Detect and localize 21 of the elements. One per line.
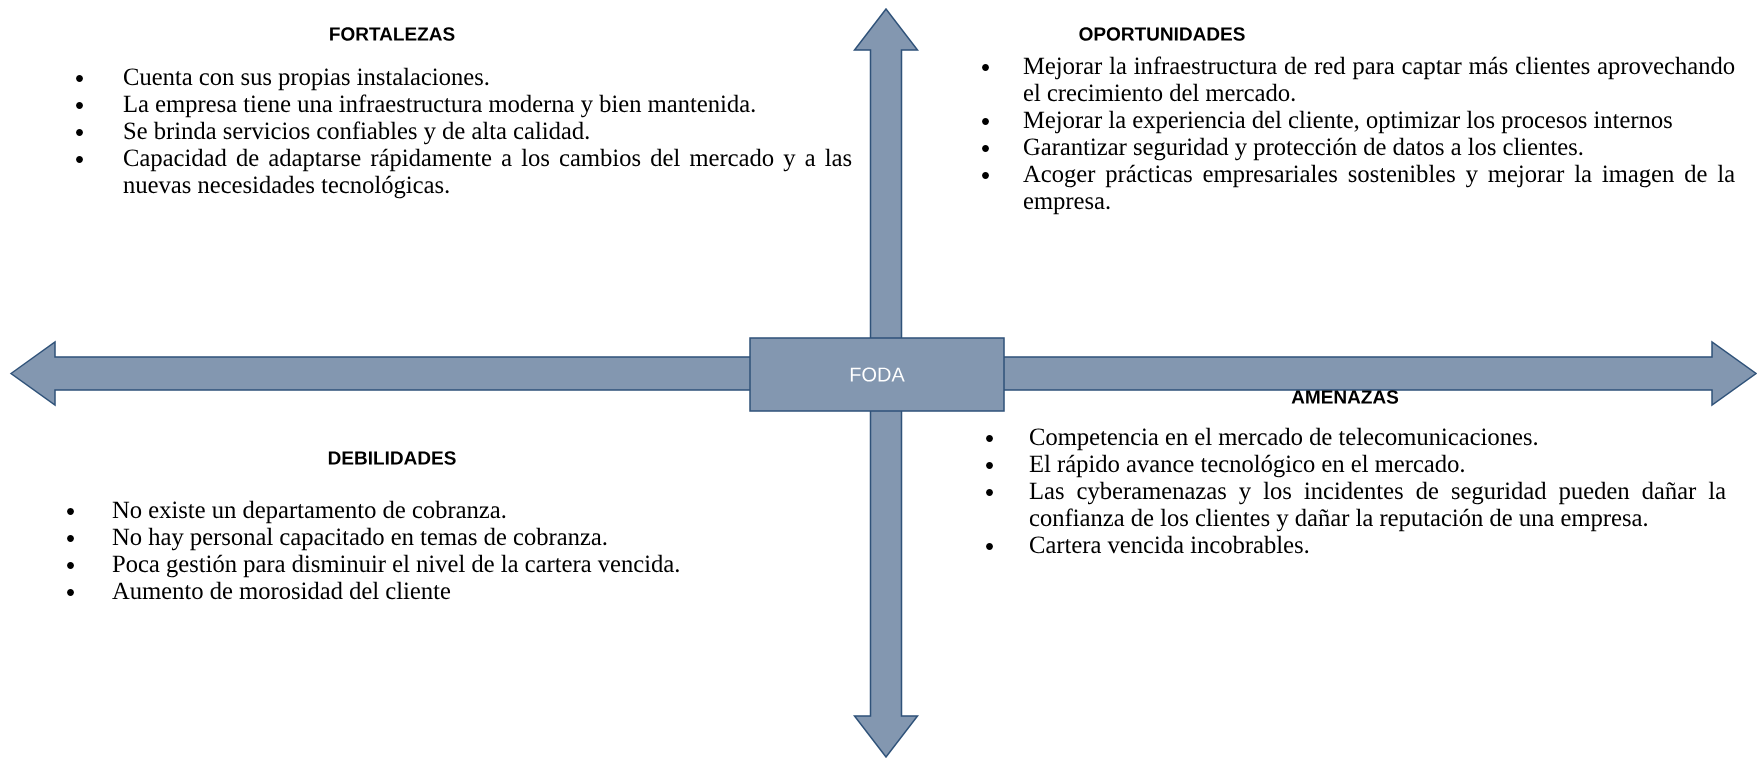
bullet-item: No existe un departamento de cobranza.	[67, 500, 506, 524]
quadrant-heading: DEBILIDADES	[328, 451, 456, 465]
bullet-item: Mejorar la experiencia del cliente, optimizar los procesos internos	[982, 110, 1672, 134]
bullet-item: Cuenta con sus propias instalaciones.	[76, 67, 489, 91]
bullet-item: Poca gestión para disminuir el nivel de la cartera vencida.	[67, 554, 679, 578]
bullet-item: Capacidad de adaptarse rápidamente a los cambios del mercado y a las nuevas necesidades tecnológicas.	[76, 148, 852, 199]
bullet-item: Acoger prácticas empresariales sostenibles y mejorar la imagen de la empresa.	[982, 164, 1735, 215]
bullet-item: Aumento de morosidad del cliente	[67, 581, 451, 600]
bullet-item: Garantizar seguridad y protección de datos a los clientes.	[982, 137, 1583, 161]
quadrant-heading: AMENAZAS	[1291, 390, 1399, 404]
quadrant-heading: OPORTUNIDADES	[1079, 27, 1245, 41]
center-box: FODA	[749, 337, 1005, 412]
bullet-item: El rápido avance tecnológico en el mercado.	[986, 454, 1464, 478]
bullet-item: Se brinda servicios confiables y de alta calidad.	[76, 121, 589, 145]
bullet-item: Competencia en el mercado de telecomunicaciones.	[986, 427, 1538, 451]
bullet-item: La empresa tiene una infraestructura moderna y bien mantenida.	[76, 94, 755, 118]
bullet-item: Mejorar la infraestructura de red para captar más clientes aprovechando el crecimiento del mercado.	[982, 56, 1735, 102]
bullet-item: No hay personal capacitado en temas de cobranza.	[67, 527, 607, 551]
bullet-item: Las cyberamenazas y los incidentes de seguridad pueden dañar la confianza de los clientes y dañar la reputación de una empresa.	[986, 481, 1726, 532]
quadrant-heading: FORTALEZAS	[330, 27, 455, 41]
bullet-item: Cartera vencida incobrables.	[986, 535, 1309, 554]
